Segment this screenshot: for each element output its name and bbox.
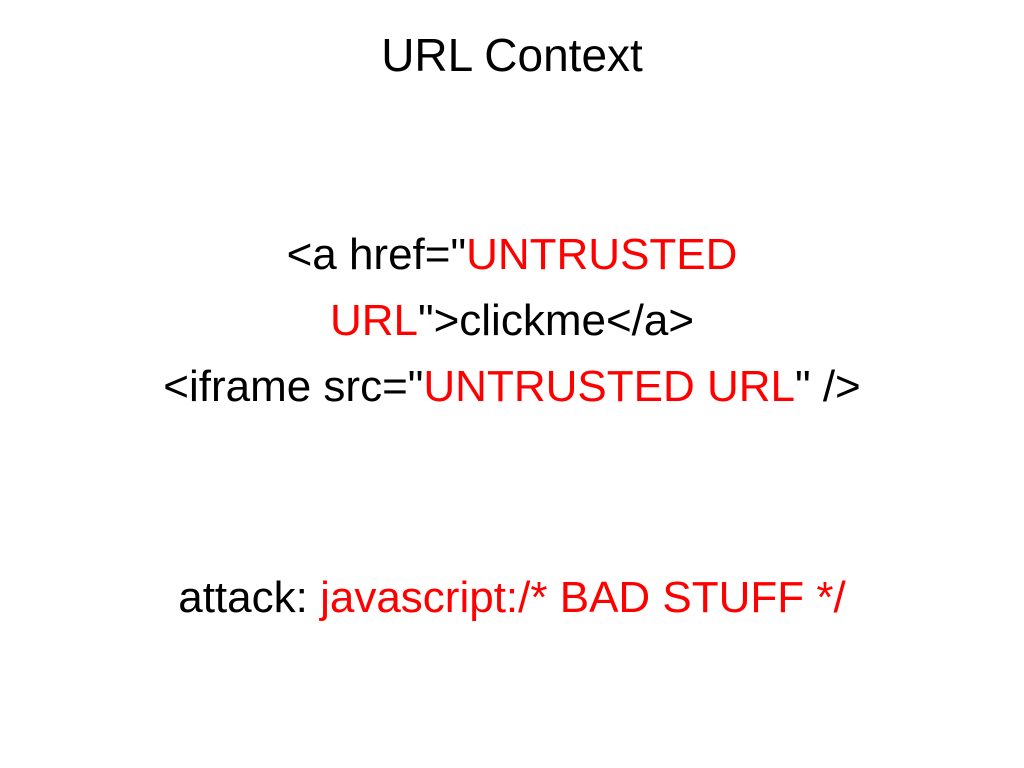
code-example: <a href="UNTRUSTED URL">clickme</a> <ifr… [0, 222, 1024, 420]
slide-title: URL Context [381, 29, 643, 81]
attack-line-row: attack: javascript:/* BAD STUFF */ [0, 568, 1024, 628]
code-line-1-untrusted: UNTRUSTED [466, 230, 738, 279]
code-line-1: <a href="UNTRUSTED [0, 222, 1024, 288]
code-line-2-text: ">clickme</a> [417, 296, 695, 345]
attack-payload: javascript:/* BAD STUFF */ [320, 573, 846, 622]
code-line-3: <iframe src="UNTRUSTED URL" /> [0, 354, 1024, 420]
attack-label: attack: [178, 573, 321, 622]
code-line-3-text-end: " /> [794, 362, 861, 411]
code-line-2: URL">clickme</a> [0, 288, 1024, 354]
attack-line: attack: javascript:/* BAD STUFF */ [0, 568, 1024, 628]
code-line-3-untrusted: UNTRUSTED URL [423, 362, 795, 411]
code-line-1-text: <a href=" [286, 230, 467, 279]
code-line-3-text-start: <iframe src=" [163, 362, 424, 411]
code-line-2-untrusted: URL [329, 296, 418, 345]
